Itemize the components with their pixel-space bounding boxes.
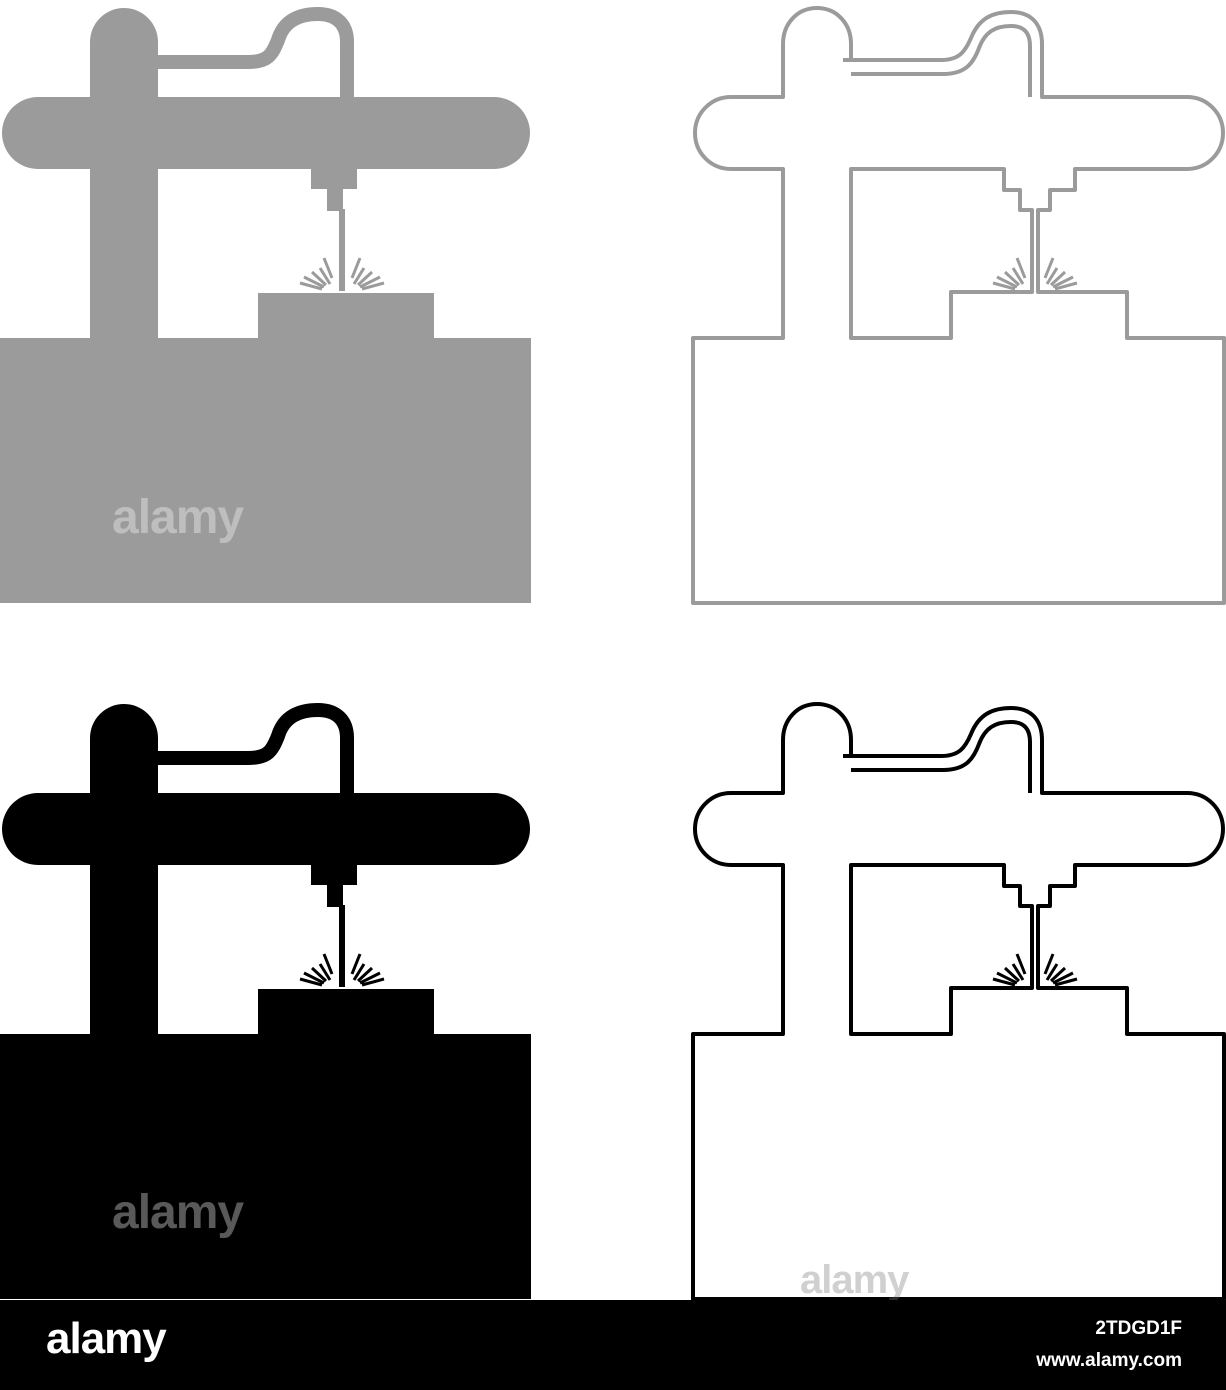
cnc-machine-icon-gray-filled bbox=[0, 8, 531, 603]
footer-logo: alamy bbox=[46, 1314, 167, 1363]
cnc-machine-icon-black-outline bbox=[691, 702, 1226, 1300]
cnc-machine-icon-gray-outline bbox=[691, 6, 1226, 605]
icon-set bbox=[0, 0, 1226, 1300]
image-id: 2TDGD1F bbox=[1095, 1318, 1182, 1339]
footer-bar: alamy 2TDGD1F www.alamy.com bbox=[0, 1300, 1226, 1390]
cnc-machine-icon-black-filled bbox=[0, 704, 531, 1299]
footer-url: www.alamy.com bbox=[1036, 1350, 1182, 1371]
